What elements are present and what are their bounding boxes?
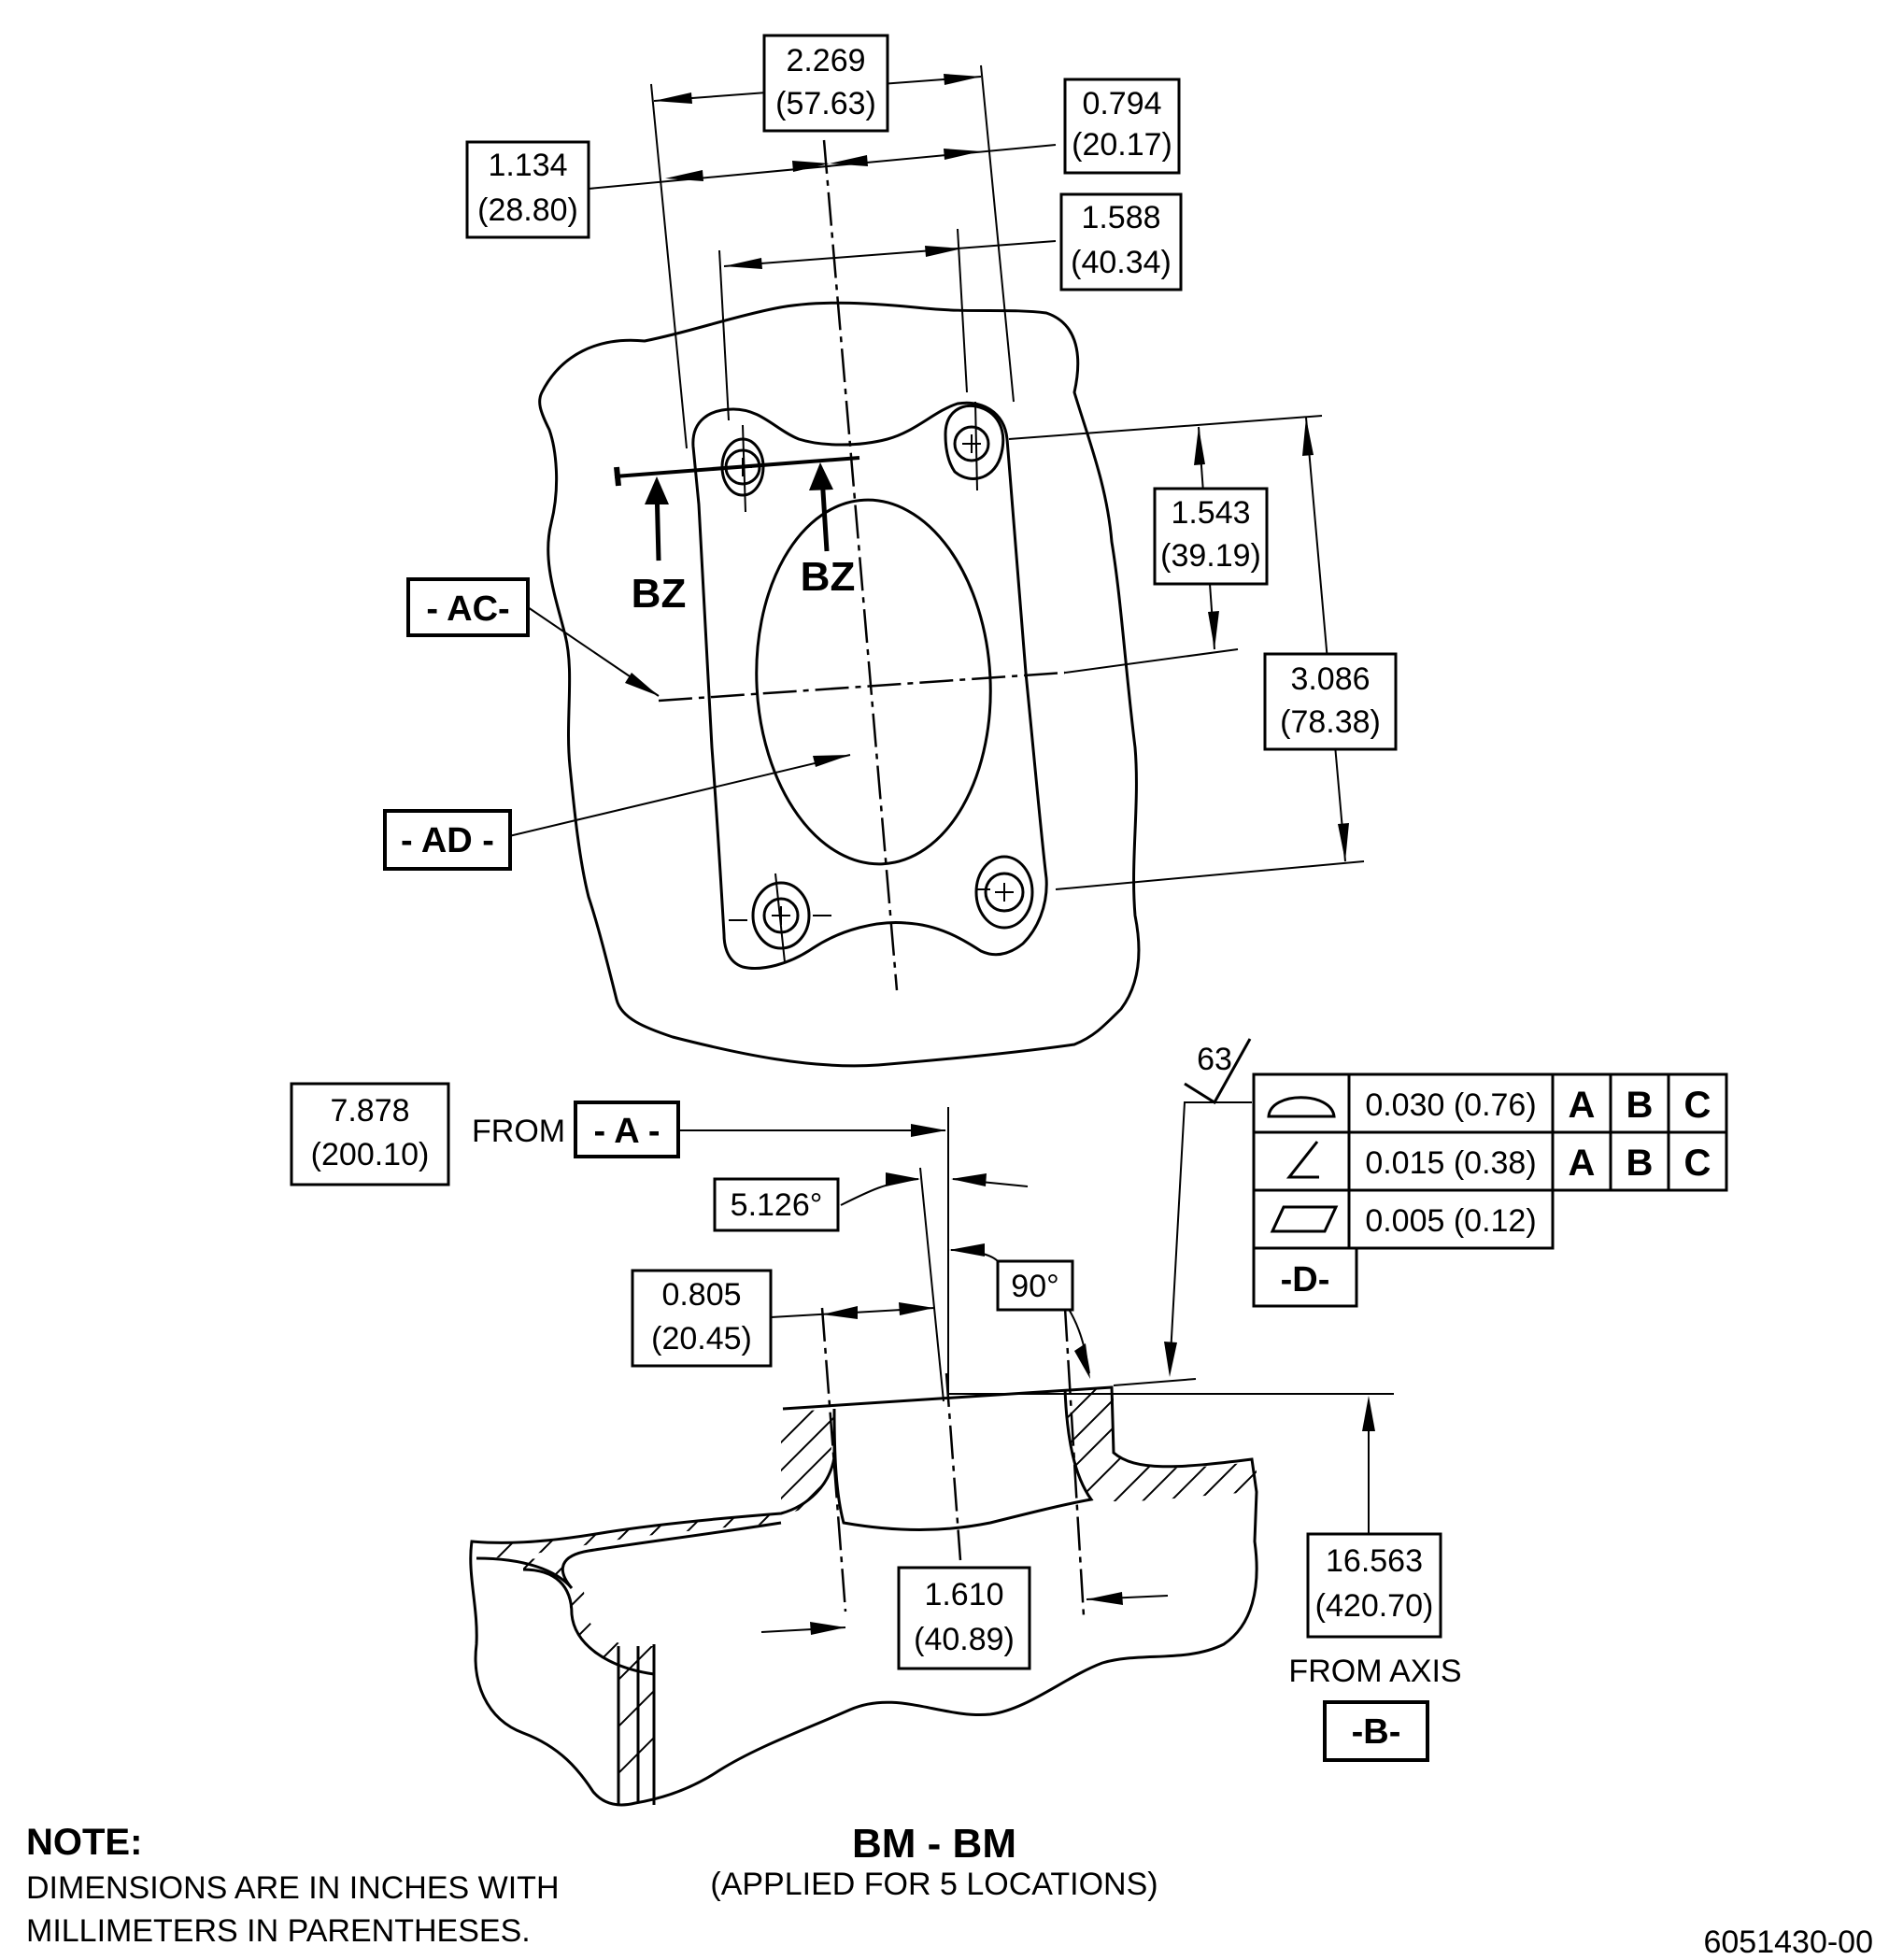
section-mark-bz-right: BZ [801,554,856,600]
dim-inch: 1.610 [924,1577,1003,1612]
dim-0.794: 0.794 (20.17) [1063,78,1181,175]
angle-90: 90° [996,1259,1074,1312]
flange-plan-view [508,64,1365,1068]
dim-inch: 16.563 [1326,1543,1423,1579]
dim-mm: (57.63) [775,86,876,121]
section-subtitle: (APPLIED FOR 5 LOCATIONS) [710,1867,1158,1902]
dim-0.805: 0.805 (20.45) [631,1269,773,1368]
port-ellipse [755,498,992,866]
angle-5.126: 5.126° [713,1177,840,1232]
bolt-hole-bottom-left [751,881,811,950]
svg-text:- AD -: - AD - [401,821,494,860]
section-outline [469,1385,1258,1807]
svg-text:C: C [1684,1085,1711,1126]
flange-outline [538,301,1141,1068]
svg-text:5.126°: 5.126° [731,1187,823,1223]
datum-B: -B- [1323,1700,1429,1762]
svg-text:0.030 (0.76): 0.030 (0.76) [1365,1087,1536,1123]
dim-inch: 1.134 [488,148,567,183]
bolt-hole-top-right [944,404,1005,480]
section-line-BZ [614,456,860,478]
dim-1.610: 1.610 (40.89) [897,1566,1031,1670]
svg-text:- AC-: - AC- [426,589,509,629]
dim-1.134: 1.134 (28.80) [465,140,590,239]
pad-outline [691,401,1048,970]
dim-3.086: 3.086 (78.38) [1263,652,1398,751]
dim-mm: (28.80) [477,192,578,228]
datum-AD: - AD - [383,809,512,871]
dim-1.588: 1.588 (40.34) [1059,192,1183,291]
centerline-AC [658,671,1066,703]
bolt-hole-bottom-right [974,855,1034,930]
dim-inch: 1.543 [1171,495,1250,531]
dim-mm: (20.17) [1072,127,1172,163]
dim-inch: 7.878 [330,1093,409,1129]
dim-7.878: 7.878 (200.10) [290,1082,450,1186]
section-mark-bz-left: BZ [632,571,687,617]
dim-inch: 0.794 [1082,86,1161,121]
svg-text:-B-: -B- [1352,1712,1401,1752]
svg-text:0.005 (0.12): 0.005 (0.12) [1365,1203,1536,1239]
dim-2.269: 2.269 (57.63) [762,34,889,133]
datum-D: -D- [1281,1260,1330,1300]
datum-AC: - AC- [406,577,530,637]
dim-mm: (78.38) [1280,704,1381,740]
profile-of-surface-icon [1267,1096,1336,1118]
dim-mm: (420.70) [1315,1588,1434,1624]
datum-A: - A - [574,1101,680,1158]
note-line-2: MILLIMETERS IN PARENTHESES. [26,1913,531,1949]
svg-text:C: C [1684,1143,1711,1184]
svg-text:B: B [1626,1143,1654,1184]
surface-finish-value: 63 [1197,1042,1232,1077]
dim-mm: (39.19) [1160,538,1261,574]
dim-mm: (40.34) [1071,245,1172,280]
dim-inch: 2.269 [786,43,865,78]
feature-control-frame: 0.030 (0.76) A B C 0.015 (0.38) A B C 0.… [1252,1072,1728,1308]
drawing-number: 6051430-00 [1703,1924,1873,1960]
svg-text:B: B [1626,1085,1654,1126]
dim-mm: (20.45) [651,1321,752,1356]
angularity-icon [1285,1141,1319,1179]
svg-text:A: A [1569,1085,1596,1126]
dim-mm: (200.10) [311,1137,430,1172]
svg-text:90°: 90° [1011,1269,1058,1304]
centerline-vertical [822,139,899,991]
dim-inch: 1.588 [1081,200,1160,235]
svg-text:A: A [1569,1143,1596,1184]
from-axis-label: FROM AXIS [1288,1654,1461,1689]
svg-text:0.015 (0.38): 0.015 (0.38) [1365,1145,1536,1181]
from-label: FROM [472,1114,565,1149]
dim-inch: 0.805 [661,1277,741,1313]
flatness-icon [1270,1205,1339,1233]
svg-text:- A -: - A - [593,1112,660,1151]
note-title: NOTE: [26,1822,142,1863]
dim-16.563: 16.563 (420.70) [1306,1532,1442,1639]
dim-1.543: 1.543 (39.19) [1153,487,1269,586]
dim-inch: 3.086 [1290,661,1370,697]
dim-mm: (40.89) [914,1622,1015,1657]
note-line-1: DIMENSIONS ARE IN INCHES WITH [26,1870,560,1906]
section-title: BM - BM [852,1821,1016,1867]
